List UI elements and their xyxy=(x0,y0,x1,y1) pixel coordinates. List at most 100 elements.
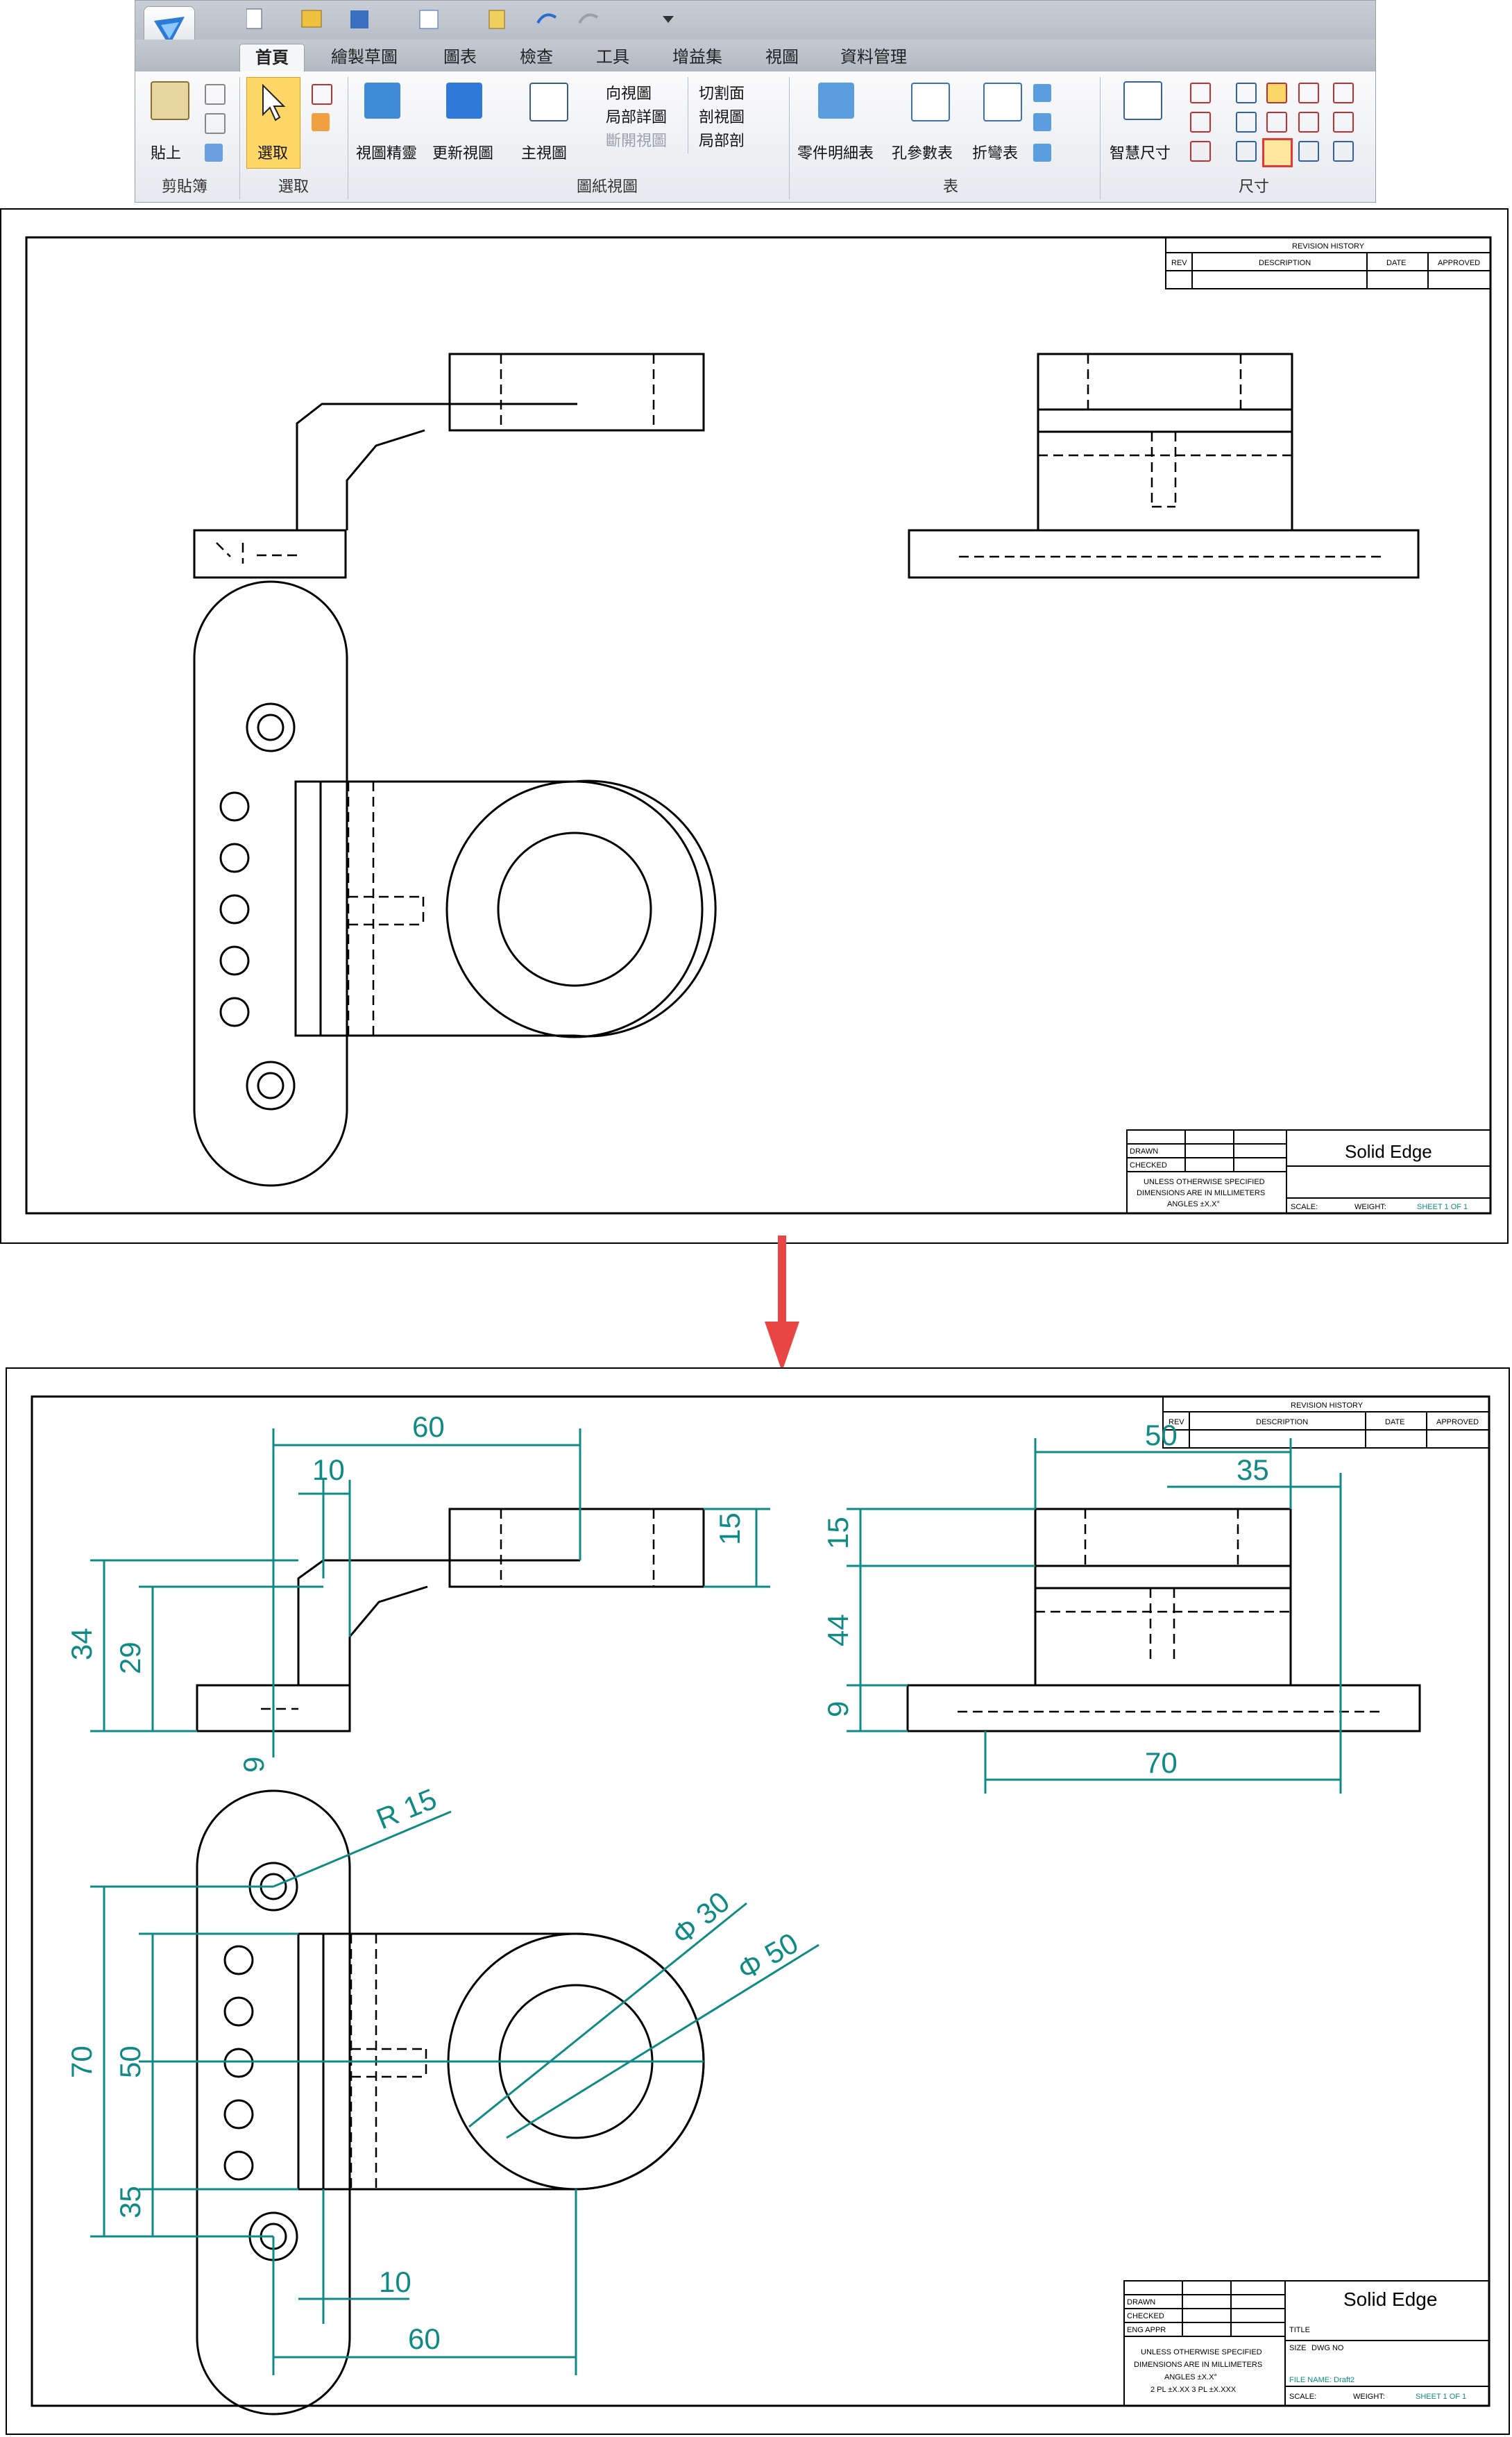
select-tools-icon[interactable] xyxy=(312,84,332,105)
view-wizard-icon[interactable] xyxy=(364,83,400,119)
parts-list-icon[interactable] xyxy=(818,83,854,119)
approved-label: APPROVED xyxy=(1438,259,1480,267)
angles-label: ANGLES ±X.X° xyxy=(1167,1200,1220,1208)
places-label-2: 2 PL ±X.XX 3 PL ±X.XXX xyxy=(1150,2386,1237,2394)
tab-data-management[interactable]: 資料管理 xyxy=(840,48,907,67)
date-label: DATE xyxy=(1386,259,1407,267)
dimension-group-label: 尺寸 xyxy=(1239,178,1270,195)
dim-side-9: 9 xyxy=(237,1757,270,1773)
undo-icon xyxy=(536,13,557,24)
open-folder-icon xyxy=(301,10,322,28)
hole-table-icon[interactable] xyxy=(911,83,950,121)
dimension-tool-icon-c[interactable] xyxy=(1298,141,1319,162)
dim-top-35: 35 xyxy=(114,2186,146,2218)
select-button-highlight[interactable] xyxy=(246,77,300,169)
dimension-axis-icon[interactable] xyxy=(1266,83,1287,103)
chamfer-dimension-icon[interactable] xyxy=(1236,141,1257,162)
dimension-tool-icon-d[interactable] xyxy=(1333,83,1354,103)
hole-table-button[interactable]: 孔參數表 xyxy=(892,144,953,162)
angles-label-2: ANGLES ±X.X° xyxy=(1164,2373,1217,2381)
dim-top-r15: R 15 xyxy=(372,1782,441,1836)
title-label-2: TITLE xyxy=(1289,2326,1310,2334)
smart-dimension-icon[interactable] xyxy=(1123,81,1162,120)
dimension-tool-icon-f[interactable] xyxy=(1333,141,1354,162)
auxiliary-view-button[interactable]: 向視圖 xyxy=(606,85,652,102)
save-icon xyxy=(350,10,368,28)
tab-home[interactable]: 首頁 xyxy=(239,44,305,72)
dim-top-60: 60 xyxy=(408,2322,441,2355)
file-name-label-2: FILE NAME: Draft2 xyxy=(1289,2376,1354,2384)
parts-list-button[interactable]: 零件明細表 xyxy=(797,144,874,162)
symmetric-diameter-icon[interactable] xyxy=(1236,112,1257,133)
drawing-views-group-label: 圖紙視圖 xyxy=(577,178,638,195)
dimension-tool-icon-b[interactable] xyxy=(1298,112,1319,133)
scale-label: SCALE: xyxy=(1291,1203,1318,1211)
table-small-icon-2[interactable] xyxy=(1033,113,1051,131)
properties-icon xyxy=(489,10,505,29)
copy-icon[interactable] xyxy=(205,113,226,134)
section-view-button[interactable]: 剖視圖 xyxy=(699,108,745,126)
weight-label-2: WEIGHT: xyxy=(1353,2393,1385,2401)
broken-view-button[interactable]: 斷開視圖 xyxy=(606,132,668,149)
angle-between-icon[interactable] xyxy=(1190,112,1211,133)
eng-appr-label-2: ENG APPR xyxy=(1127,2326,1166,2334)
tab-sketching[interactable]: 繪製草圖 xyxy=(331,48,398,67)
coordinate-dimension-icon[interactable] xyxy=(1190,141,1211,162)
revision-history-label-2: REVISION HISTORY xyxy=(1291,1401,1364,1410)
dim-front-15: 15 xyxy=(822,1517,854,1549)
select-filter-icon[interactable] xyxy=(312,113,330,131)
broken-out-section-button[interactable]: 局部剖 xyxy=(699,132,745,149)
angular-coordinate-icon[interactable] xyxy=(1236,83,1257,103)
drawing-sheet-before: REVISION HISTORY REV DESCRIPTION DATE AP… xyxy=(0,208,1509,1244)
bend-table-icon[interactable] xyxy=(983,83,1022,121)
format-painter-icon[interactable] xyxy=(205,144,223,162)
place-dimension-icon[interactable] xyxy=(1266,112,1287,133)
transition-arrow-icon xyxy=(765,1236,799,1372)
dimension-tool-icon-e[interactable] xyxy=(1333,112,1354,133)
rev-label: REV xyxy=(1171,259,1187,267)
scale-label-2: SCALE: xyxy=(1289,2393,1316,2401)
view-wizard-button[interactable]: 視圖精靈 xyxy=(356,144,418,162)
dimension-lines xyxy=(90,1428,1342,2375)
principal-view-button[interactable]: 主視圖 xyxy=(521,144,568,162)
select-button-label[interactable]: 選取 xyxy=(257,144,289,162)
ribbon-panel: 貼上 剪貼簿 選取 選取 視圖精靈 更新視圖 主視圖 向視圖 局部詳圖 斷開視圖… xyxy=(135,71,1375,202)
checked-label-2: CHECKED xyxy=(1127,2312,1164,2320)
solid-edge-ribbon: 首頁 繪製草圖 圖表 檢查 工具 增益集 視圖 資料管理 貼上 剪貼簿 選取 選… xyxy=(135,0,1376,203)
tab-diagramming[interactable]: 圖表 xyxy=(443,48,477,67)
smart-dimension-button[interactable]: 智慧尺寸 xyxy=(1110,144,1171,162)
dim-front-35: 35 xyxy=(1237,1453,1269,1486)
dim-front-70: 70 xyxy=(1145,1746,1178,1779)
detail-view-button[interactable]: 局部詳圖 xyxy=(606,108,668,126)
dims-mm-label: DIMENSIONS ARE IN MILLIMETERS xyxy=(1137,1189,1265,1197)
tab-inspect[interactable]: 檢查 xyxy=(520,48,553,67)
date-label-2: DATE xyxy=(1385,1418,1405,1426)
dim-front-44: 44 xyxy=(822,1614,854,1646)
tab-view[interactable]: 視圖 xyxy=(765,48,799,67)
tab-add-ins[interactable]: 增益集 xyxy=(672,48,722,67)
update-views-button[interactable]: 更新視圖 xyxy=(432,144,494,162)
company-name-2: Solid Edge xyxy=(1343,2288,1437,2310)
table-small-icon-1[interactable] xyxy=(1033,84,1051,102)
description-label: DESCRIPTION xyxy=(1259,259,1311,267)
table-small-icon-3[interactable] xyxy=(1033,144,1051,162)
bend-table-button[interactable]: 折彎表 xyxy=(972,144,1019,162)
sheet-label-2: SHEET 1 OF 1 xyxy=(1416,2393,1466,2401)
dim-side-10: 10 xyxy=(312,1453,345,1486)
dimension-tool-icon-a[interactable] xyxy=(1298,83,1319,103)
retrieve-dimensions-highlighted-button[interactable] xyxy=(1262,138,1293,167)
tab-tools[interactable]: 工具 xyxy=(596,48,629,67)
paste-button[interactable]: 貼上 xyxy=(151,144,182,162)
drawing-after-canvas: 60 10 15 34 29 9 50 35 15 44 9 70 R 15 Φ… xyxy=(31,1395,1490,2415)
rev-label-2: REV xyxy=(1169,1418,1184,1426)
cut-icon[interactable] xyxy=(205,84,226,105)
quick-access-icons[interactable] xyxy=(246,6,732,37)
tables-group-label: 表 xyxy=(943,178,959,195)
print-icon xyxy=(419,10,439,29)
update-views-icon[interactable] xyxy=(446,83,482,119)
distance-between-icon[interactable] xyxy=(1190,83,1211,103)
principal-view-icon[interactable] xyxy=(529,83,568,121)
paste-icon[interactable] xyxy=(151,81,189,120)
cutting-plane-button[interactable]: 切割面 xyxy=(699,85,745,102)
dimension-values: 60 10 15 34 29 9 50 35 15 44 9 70 R 15 Φ… xyxy=(65,1410,1269,2355)
